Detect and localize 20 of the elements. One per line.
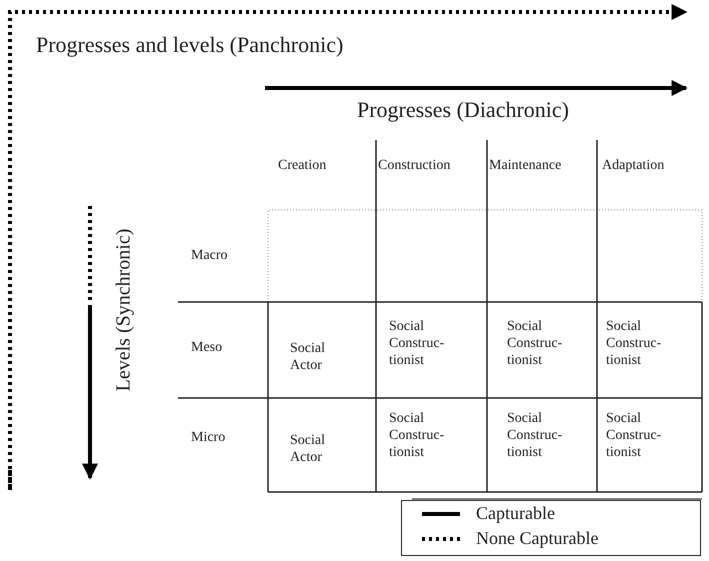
column-header: Creation xyxy=(278,158,326,174)
cell-text: Social Construc- tionist xyxy=(606,318,662,369)
cell-text: Social Actor xyxy=(290,432,326,466)
legend-label: None Capturable xyxy=(476,528,598,549)
cell-text: Social Actor xyxy=(290,340,326,374)
axis-title: Levels (Synchronic) xyxy=(112,228,136,392)
cell-text: Social Construc- tionist xyxy=(389,410,446,461)
cell-text: Social Construc- tionist xyxy=(606,410,662,461)
row-header: Micro xyxy=(191,430,226,446)
column-header: Maintenance xyxy=(489,158,562,174)
axis-title: Progresses (Diachronic) xyxy=(357,97,569,123)
legend-label: Capturable xyxy=(476,503,555,524)
column-header: Construction xyxy=(378,158,450,174)
row-header: Meso xyxy=(191,340,222,356)
cell-text: Social Construc- tionist xyxy=(507,318,564,369)
column-header: Adaptation xyxy=(602,158,664,174)
row-header: Macro xyxy=(191,248,228,264)
cell-text: Social Construc- tionist xyxy=(389,318,446,369)
axis-title: Progresses and levels (Panchronic) xyxy=(36,32,344,58)
cell-text: Social Construc- tionist xyxy=(507,410,564,461)
